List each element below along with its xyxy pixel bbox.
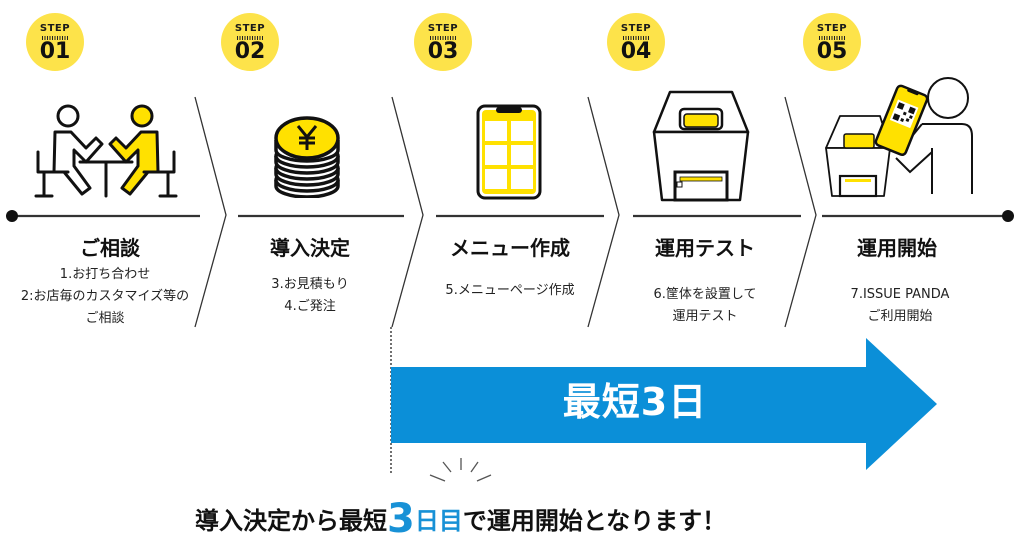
- bottom-statement: 導入決定から最短3日目で運用開始となります！: [195, 496, 855, 542]
- step-desc-line: 1.お打ち合わせ: [59, 267, 151, 282]
- step-title-consultation: ご相談: [80, 236, 140, 260]
- step-badge-number: 02: [234, 39, 266, 64]
- bottom-prefix: 導入決定から最短: [195, 507, 387, 535]
- step-badge-label: STEP: [816, 23, 848, 34]
- step-badge-label: STEP: [620, 23, 652, 34]
- step-badge-number: 01: [39, 39, 71, 64]
- step-desc-03: 5.メニューページ作成: [420, 280, 600, 302]
- bottom-highlight-unit: 日目: [414, 507, 463, 535]
- smartphone-menu-icon: [476, 104, 542, 200]
- step-badge-ticks: [42, 36, 68, 40]
- step-badge-number: 04: [620, 39, 652, 64]
- kiosk-terminal-icon: [652, 90, 750, 202]
- step-desc-line: 運用テスト: [672, 309, 738, 324]
- step-badge-01: STEP 01: [26, 13, 84, 71]
- banner-shortest-3-days: 最短3日: [562, 380, 708, 424]
- person-scanning-qr-icon: [825, 77, 973, 198]
- step-badge-label: STEP: [39, 23, 71, 34]
- step-desc-line: 6.筐体を設置して: [653, 287, 757, 302]
- step-title-operation-test: 運用テスト: [655, 236, 755, 260]
- step-desc-line: 7.ISSUE PANDA: [850, 287, 950, 302]
- step-desc-01: 1.お打ち合わせ 2:お店毎のカスタマイズ等の ご相談: [0, 264, 210, 330]
- step-title-menu-creation: メニュー作成: [450, 236, 570, 260]
- chevron-dividers: [194, 96, 817, 328]
- step-badge-05: STEP 05: [803, 13, 861, 71]
- step-badge-ticks: [623, 36, 649, 40]
- step-desc-02: 3.お見積もり 4.ご発注: [230, 274, 390, 318]
- consultation-icon: [34, 104, 178, 198]
- step-title-operation-start: 運用開始: [857, 236, 937, 260]
- step-badge-04: STEP 04: [607, 13, 665, 71]
- timeline-start-dot: [6, 210, 18, 222]
- step-desc-line: ご利用開始: [867, 309, 933, 324]
- step-badge-ticks: [819, 36, 845, 40]
- step-badge-label: STEP: [234, 23, 266, 34]
- sparkle-lines: [429, 458, 492, 482]
- step-badge-ticks: [430, 36, 456, 40]
- step-desc-05: 7.ISSUE PANDA ご利用開始: [810, 284, 990, 328]
- step-desc-line: ご相談: [85, 311, 125, 326]
- step-desc-line: 3.お見積もり: [271, 277, 349, 292]
- step-desc-line: 5.メニューページ作成: [445, 283, 575, 298]
- step-badge-label: STEP: [427, 23, 459, 34]
- bottom-suffix: で運用開始となります！: [462, 507, 727, 535]
- yen-coins-icon: [274, 116, 340, 198]
- step-badge-number: 03: [427, 39, 459, 64]
- timeline-end-dot: [1002, 210, 1014, 222]
- step-desc-04: 6.筐体を設置して 運用テスト: [620, 284, 790, 328]
- step-badge-number: 05: [816, 39, 848, 64]
- step-badge-ticks: [237, 36, 263, 40]
- step-desc-line: 4.ご発注: [284, 299, 336, 314]
- step-desc-line: 2:お店毎のカスタマイズ等の: [20, 289, 190, 304]
- step-badge-02: STEP 02: [221, 13, 279, 71]
- banner-arrow: [391, 338, 937, 470]
- step-badge-03: STEP 03: [414, 13, 472, 71]
- bottom-highlight-number: 3: [387, 496, 415, 542]
- step-title-introduction-decision: 導入決定: [270, 236, 350, 260]
